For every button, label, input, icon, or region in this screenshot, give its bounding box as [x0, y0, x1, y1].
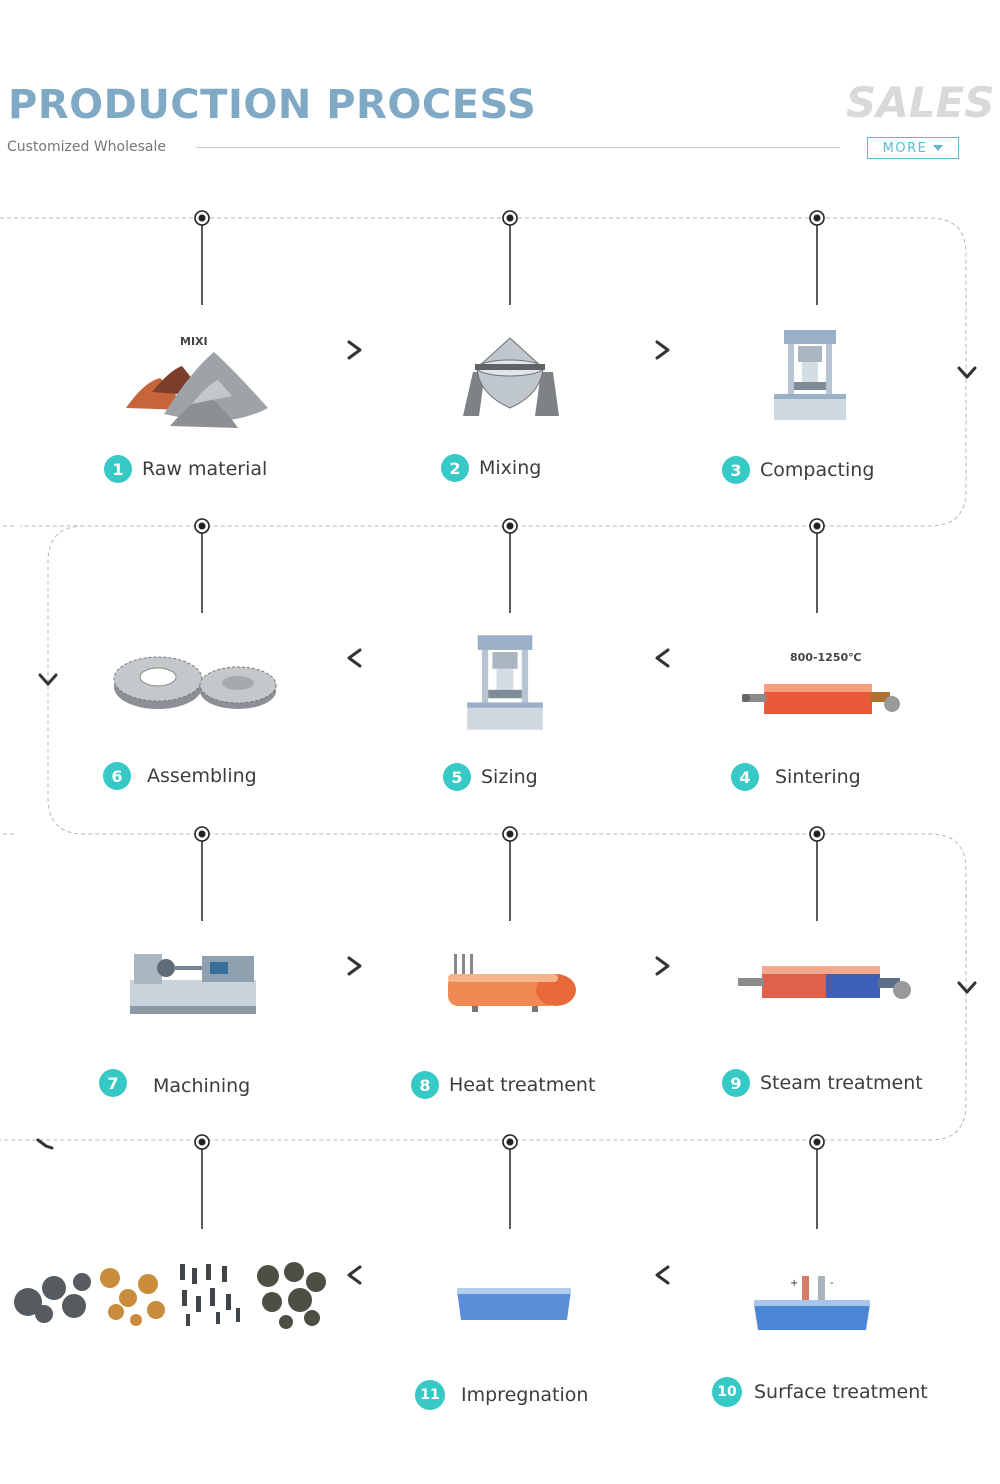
- step-label: Sizing: [481, 766, 538, 788]
- step-machining: 7 Machining: [99, 1068, 250, 1098]
- step-number-badge: 2: [441, 454, 469, 482]
- step-mixing: 2 Mixing: [441, 453, 541, 483]
- step-steam-treatment: 9 Steam treatment: [722, 1068, 923, 1098]
- gears-icon: [113, 656, 277, 709]
- step-label: Compacting: [760, 459, 875, 481]
- step-number-badge: 1: [104, 455, 132, 483]
- step-surface-treatment: 10 Surface treatment: [712, 1377, 928, 1407]
- step-number-badge: 3: [722, 456, 750, 484]
- furnace-icon: 800-1250℃: [742, 651, 900, 714]
- oil-bath-icon: [457, 1288, 571, 1320]
- step-number-badge: 5: [443, 763, 471, 791]
- finished-parts-icon: [14, 1262, 326, 1329]
- more-button[interactable]: MORE: [867, 137, 959, 159]
- step-label: Sintering: [775, 766, 861, 788]
- lathe-icon: [130, 954, 256, 1014]
- step-label: Surface treatment: [754, 1381, 928, 1403]
- step-label: Impregnation: [461, 1384, 589, 1406]
- page-subtitle: Customized Wholesale: [7, 139, 166, 155]
- heat-tank-icon: [448, 954, 576, 1012]
- press-icon: [467, 635, 543, 730]
- flow-line-row1: [0, 217, 967, 527]
- step-assembling: 6 Assembling: [103, 761, 257, 791]
- step-label: Mixing: [479, 457, 542, 479]
- step-number-badge: 9: [722, 1069, 750, 1097]
- furnace-icon: [738, 966, 911, 999]
- step-sizing: 5 Sizing: [443, 762, 538, 792]
- furnace-temperature-label: 800-1250℃: [790, 651, 861, 664]
- sales-watermark: SALES: [846, 78, 995, 127]
- powder-piles-icon: MIXI: [126, 335, 268, 428]
- svg-text:-: -: [830, 1278, 834, 1289]
- step-label: Machining: [153, 1075, 251, 1097]
- step-raw-material: 1 Raw material: [104, 454, 267, 484]
- step-number-badge: 7: [99, 1069, 127, 1097]
- step-label: Raw material: [142, 458, 268, 480]
- step-number-badge: 4: [731, 763, 759, 791]
- page-title: PRODUCTION PROCESS: [8, 82, 537, 128]
- svg-text:+: +: [790, 1278, 798, 1289]
- step-number-badge: 11: [415, 1380, 445, 1410]
- plating-bath-icon: + -: [754, 1276, 870, 1330]
- step-label: Assembling: [147, 765, 257, 787]
- step-impregnation: 11 Impregnation: [415, 1380, 588, 1410]
- mixer-icon: [463, 337, 559, 416]
- step-compacting: 3 Compacting: [722, 455, 874, 485]
- more-button-label: MORE: [882, 140, 928, 156]
- powder-label: MIXI: [180, 335, 208, 348]
- step-sintering: 4 Sintering: [731, 762, 861, 792]
- step-number-badge: 6: [103, 762, 131, 790]
- step-number-badge: 10: [712, 1377, 742, 1407]
- step-label: Heat treatment: [449, 1074, 596, 1096]
- press-icon: [774, 330, 846, 420]
- step-number-badge: 8: [411, 1071, 439, 1099]
- flow-line-row2-3: [0, 525, 967, 1141]
- header-divider: [196, 147, 840, 148]
- step-label: Steam treatment: [760, 1072, 923, 1094]
- step-heat-treatment: 8 Heat treatment: [411, 1070, 595, 1100]
- dropdown-triangle-icon: [933, 145, 944, 151]
